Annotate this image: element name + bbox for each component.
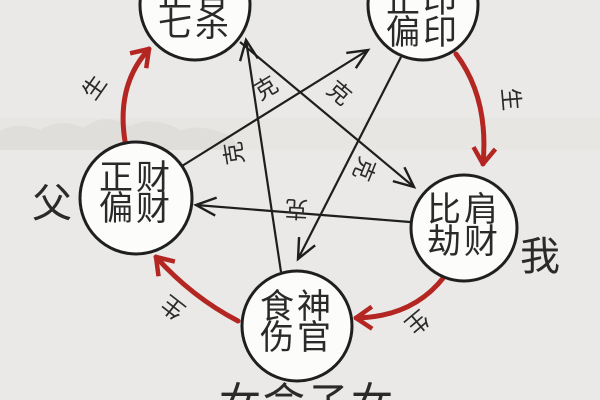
node-label-line2: 七杀: [158, 5, 232, 45]
node-label-line2: 劫财: [427, 222, 501, 262]
ke-arrow-officer-to-peer: [239, 41, 417, 189]
sheng-label-wealth-officer: 生: [78, 71, 112, 105]
node-officer-seven-killings: 正官 七杀: [138, 0, 252, 62]
sheng-arrow-peer-to-foodgod: [353, 274, 447, 331]
node-label-line1: 正印: [386, 0, 460, 21]
node-circle: [366, 0, 480, 62]
ke-label-foodgod-officer: 克: [220, 140, 249, 167]
caption-female-chart-children: 女命子女: [219, 379, 395, 400]
node-circle: [240, 269, 354, 383]
node-peer-rob-wealth: 比肩 劫财: [409, 173, 519, 283]
node-direct-indirect-seal: 正印 偏印: [366, 0, 480, 62]
sheng-label-seal-peer: 生: [496, 87, 524, 112]
node-label-line2: 偏财: [99, 189, 173, 229]
node-label-line1: 比肩: [427, 190, 501, 230]
node-circle: [78, 140, 194, 256]
ke-arrow-peer-to-wealth: [193, 196, 411, 224]
node-direct-indirect-wealth: 正财 偏财: [78, 140, 194, 256]
mountain-watermark: [0, 118, 240, 150]
node-circle: [138, 0, 252, 62]
ke-label-officer-peer: 克: [321, 76, 355, 111]
node-circle: [409, 173, 519, 283]
node-food-god-hurting-officer: 食神 伤官: [240, 269, 354, 383]
sheng-label-foodgod-wealth: 生: [157, 289, 191, 324]
ke-label-seal-foodgod: 克: [347, 153, 380, 184]
sheng-arrow-foodgod-to-wealth: [153, 254, 241, 324]
node-label-line1: 正官: [158, 0, 232, 15]
label-father: 父: [32, 181, 72, 227]
sheng-arrow-seal-to-peer: [453, 51, 498, 167]
ke-arrow-wealth-to-seal: [181, 48, 371, 167]
ke-arrow-foodgod-to-officer: [238, 37, 283, 273]
sheng-arrow-wealth-to-officer: [120, 46, 152, 155]
ke-label-peer-wealth: 克: [284, 194, 308, 221]
label-self: 我: [520, 234, 560, 280]
node-label-line2: 偏印: [386, 13, 460, 53]
ke-arrow-seal-to-foodgod: [296, 56, 402, 262]
node-label-line1: 食神: [260, 287, 334, 327]
node-label-line2: 伤官: [260, 318, 334, 358]
node-label-line1: 正财: [99, 158, 173, 198]
